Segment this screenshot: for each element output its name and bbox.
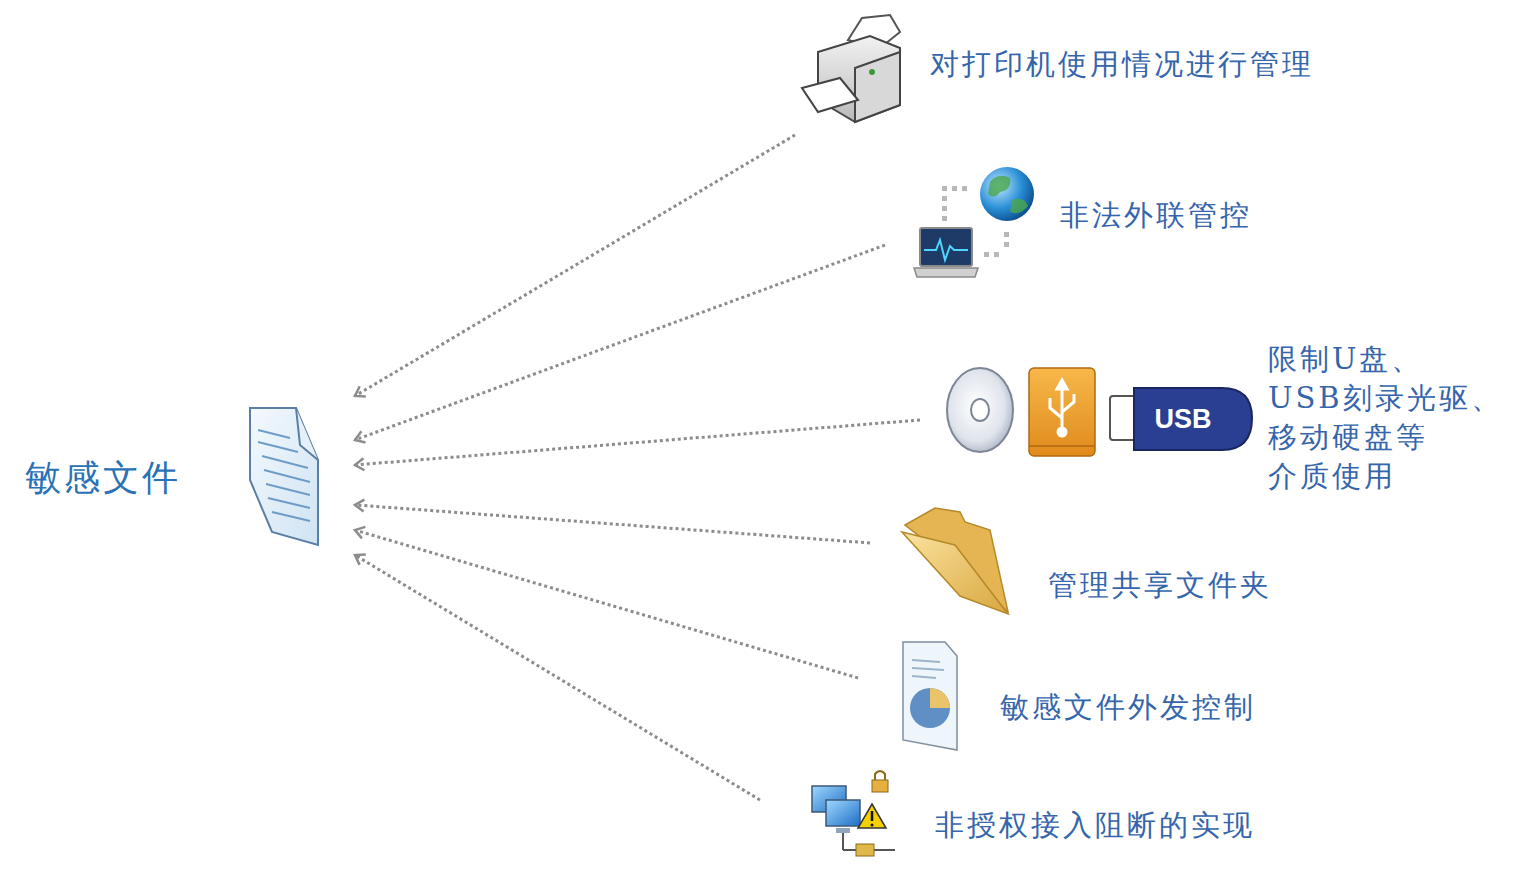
document-fold <box>296 408 318 460</box>
usb-label: USB <box>1138 402 1228 436</box>
cd-hole <box>971 399 989 421</box>
report-line <box>912 676 936 678</box>
usb-tip <box>1057 380 1067 389</box>
dot <box>942 206 947 211</box>
globe-land <box>1010 199 1028 213</box>
network-node: 非法外联管控 <box>885 165 1260 280</box>
pulse-line <box>924 240 968 260</box>
lock-shackle <box>875 771 885 780</box>
printer-node: 对打印机使用情况进行管理 <box>795 12 1330 135</box>
dot <box>1004 232 1009 237</box>
dotted-arrow <box>355 555 760 800</box>
text-line <box>258 442 298 452</box>
usb-stick-body <box>1134 388 1252 450</box>
dot <box>1004 242 1009 247</box>
monitor-stand <box>836 828 850 833</box>
pie-slice <box>930 688 950 708</box>
access-node: 非授权接入阻断的实现 <box>760 770 1265 862</box>
usb-dot <box>1058 428 1066 436</box>
usb-branch <box>1050 398 1062 418</box>
pie-chart <box>910 688 950 728</box>
text-line <box>258 430 290 438</box>
warning-triangle <box>858 804 886 828</box>
warning-dot <box>871 824 874 827</box>
function-label: 非法外联管控 <box>1060 196 1252 235</box>
dot <box>994 252 999 257</box>
printer-led <box>869 69 875 75</box>
report-icon <box>903 642 957 750</box>
dot <box>952 186 957 191</box>
laptop-base <box>914 268 978 277</box>
dotted-arrow <box>355 505 870 543</box>
function-label: 对打印机使用情况进行管理 <box>930 45 1314 84</box>
dot <box>942 196 947 201</box>
folder-icon <box>902 508 1008 614</box>
usb-stem <box>1061 385 1064 430</box>
document-node: 敏感文件 <box>20 390 355 560</box>
dot <box>984 252 989 257</box>
document-sheet <box>250 408 318 545</box>
printer-paper-out <box>802 78 858 112</box>
function-label: 非授权接入阻断的实现 <box>935 806 1255 845</box>
monitor <box>826 800 860 826</box>
globe <box>980 167 1034 221</box>
globe-land <box>988 176 1010 197</box>
folder-front <box>902 532 1008 614</box>
media-icons <box>947 368 1252 456</box>
network-icon <box>914 167 1034 277</box>
folder-node: 管理共享文件夹 <box>870 505 1280 618</box>
dotted-arrow <box>355 135 795 396</box>
dotted-arrow <box>355 530 858 678</box>
usb-drive-box <box>1029 368 1095 456</box>
function-label: 限制U盘、 USB刻录光驱、 移动硬盘等 介质使用 <box>1268 340 1483 496</box>
printer-front <box>855 52 900 122</box>
text-line <box>272 512 310 521</box>
report-line <box>912 660 940 662</box>
report-sheet <box>903 642 957 750</box>
laptop-screen <box>920 228 972 266</box>
dot <box>962 186 967 191</box>
usb-symbol <box>1050 380 1074 436</box>
report-node: 敏感文件外发控制 <box>858 640 1268 752</box>
text-line <box>264 470 310 482</box>
lock-body <box>872 780 888 792</box>
document-lines <box>258 430 310 521</box>
dot <box>942 186 947 191</box>
access-icon <box>812 771 895 856</box>
printer-icon <box>802 15 900 122</box>
report-line <box>912 668 944 670</box>
warning-mark <box>871 811 874 821</box>
document-icon <box>250 408 318 545</box>
text-line <box>262 456 308 468</box>
cable <box>842 833 844 850</box>
dot <box>942 216 947 221</box>
network-pipe <box>856 844 874 856</box>
function-label: 敏感文件外发控制 <box>1000 688 1256 727</box>
text-line <box>268 498 310 508</box>
document-label: 敏感文件 <box>25 456 181 500</box>
dotted-arrow <box>355 420 920 465</box>
text-line <box>266 484 310 495</box>
usb-branch <box>1062 394 1074 412</box>
cd-disc <box>947 368 1013 452</box>
dotted-arrow <box>355 245 885 440</box>
drive-band <box>1029 445 1095 447</box>
function-label: 管理共享文件夹 <box>1048 566 1272 605</box>
